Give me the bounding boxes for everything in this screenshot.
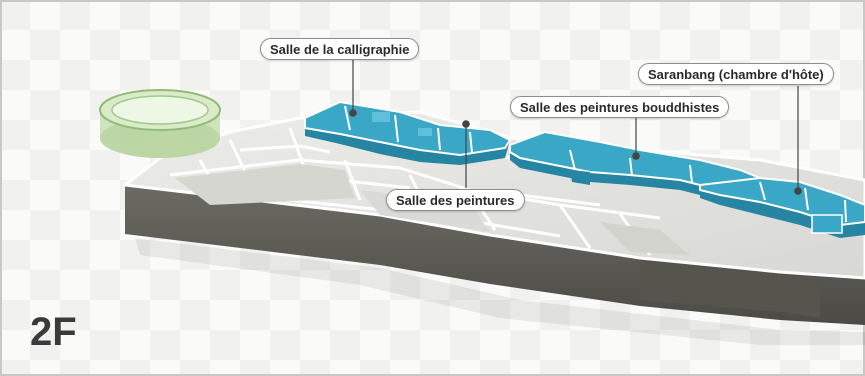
marker-saranbang — [794, 187, 802, 195]
marker-calligraphy — [349, 109, 357, 117]
room-west — [175, 164, 355, 205]
label-buddhist-paintings[interactable]: Salle des peintures bouddhistes — [510, 96, 730, 118]
label-leaders — [349, 60, 802, 195]
floor-title: 2F — [30, 310, 77, 354]
rotunda — [99, 89, 221, 158]
label-calligraphy[interactable]: Salle de la calligraphie — [260, 38, 420, 60]
room-buddhist-paintings[interactable] — [509, 130, 762, 200]
marker-buddhist — [632, 152, 640, 160]
label-saranbang[interactable]: Saranbang (chambre d'hôte) — [638, 63, 834, 85]
building-shadow — [135, 238, 865, 345]
marker-paintings — [462, 120, 470, 128]
room-east — [600, 222, 690, 255]
room-calligraphy[interactable] — [304, 100, 512, 165]
label-paintings[interactable]: Salle des peintures — [386, 189, 525, 211]
room-saranbang[interactable] — [699, 176, 865, 238]
